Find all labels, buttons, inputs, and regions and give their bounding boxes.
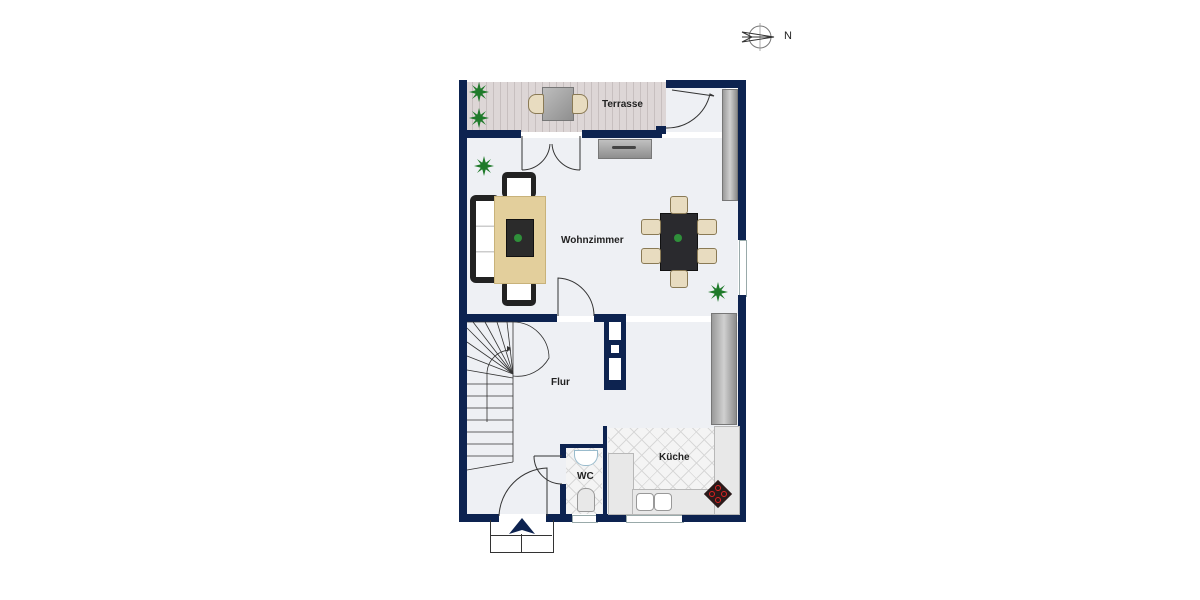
plant-icon bbox=[708, 282, 728, 302]
wall-top-left bbox=[459, 80, 467, 88]
wall-wc-top bbox=[560, 444, 606, 448]
window-kueche bbox=[626, 515, 684, 523]
dining-plant-icon bbox=[674, 234, 682, 242]
terrace-chair-left bbox=[528, 94, 544, 114]
dining-chair-bottom bbox=[670, 270, 688, 288]
wall-bottom-1 bbox=[459, 514, 499, 522]
armchair-bottom-seat bbox=[507, 280, 531, 300]
wall-terrace-left bbox=[459, 130, 521, 138]
compass: N bbox=[740, 20, 800, 54]
terrasse-door-area bbox=[666, 88, 726, 132]
room-label-terrasse: Terrasse bbox=[602, 99, 643, 110]
dining-chair-right-1 bbox=[697, 219, 717, 235]
wc-toilet-icon bbox=[577, 488, 595, 512]
sink-icon bbox=[636, 493, 654, 511]
wc-door-icon bbox=[533, 455, 563, 485]
kitchen-tall-cabinet bbox=[711, 313, 737, 425]
wall-bottom-3 bbox=[596, 514, 626, 522]
compass-rose-icon bbox=[741, 23, 775, 51]
compass-north-label: N bbox=[784, 30, 792, 42]
cooktop-icon bbox=[703, 479, 733, 509]
wall-wc-left-lower bbox=[560, 484, 566, 522]
window-right bbox=[739, 240, 747, 297]
dining-chair-top bbox=[670, 196, 688, 214]
entrance-arrow-line bbox=[521, 534, 522, 552]
wall-bottom-2 bbox=[546, 514, 572, 522]
balcony-door-icon bbox=[665, 89, 715, 129]
sink-icon bbox=[654, 493, 672, 511]
plant-icon bbox=[469, 82, 489, 102]
dining-table bbox=[660, 213, 698, 271]
chimney-void-1 bbox=[609, 322, 621, 340]
wohnzimmer-door-icon bbox=[557, 277, 595, 317]
wall-right-lower bbox=[738, 295, 746, 522]
wardrobe-upper bbox=[722, 89, 738, 201]
room-label-wohnzimmer: Wohnzimmer bbox=[561, 235, 624, 246]
wall-terrace-right bbox=[582, 130, 662, 138]
terrace-door-icon bbox=[521, 136, 581, 171]
sideboard-detail bbox=[612, 146, 636, 149]
sideboard bbox=[598, 139, 652, 159]
wall-wc-left bbox=[560, 444, 566, 458]
plant-icon bbox=[469, 108, 489, 128]
window-wc bbox=[572, 515, 598, 523]
entrance-landing bbox=[490, 520, 554, 553]
room-label-wc: WC bbox=[577, 471, 594, 482]
wall-terrace-stub bbox=[656, 126, 666, 134]
terrace-table bbox=[542, 87, 574, 121]
wall-bottom-4 bbox=[682, 514, 746, 522]
wc-washbasin-icon bbox=[574, 450, 598, 466]
plant-icon bbox=[474, 156, 494, 176]
wall-wohnzimmer-flur-left bbox=[459, 314, 557, 322]
chimney-void-3 bbox=[609, 358, 621, 380]
armchair-top-seat bbox=[507, 178, 531, 198]
room-label-flur: Flur bbox=[551, 377, 570, 388]
terrace-chair-right bbox=[572, 94, 588, 114]
wall-left bbox=[459, 80, 467, 522]
wall-top-right bbox=[666, 80, 746, 88]
entrance-door-icon bbox=[498, 467, 548, 517]
coffee-table-plant-icon bbox=[514, 234, 522, 242]
staircase-icon bbox=[466, 321, 550, 471]
dining-chair-left-1 bbox=[641, 219, 661, 235]
dining-chair-left-2 bbox=[641, 248, 661, 264]
entrance-arrow-icon bbox=[509, 518, 535, 534]
wall-kueche-left bbox=[603, 426, 607, 522]
kitchen-counter-left bbox=[608, 453, 634, 515]
wall-right bbox=[738, 80, 746, 240]
dining-chair-right-2 bbox=[697, 248, 717, 264]
chimney-void-2 bbox=[611, 345, 619, 353]
room-label-kueche: Küche bbox=[659, 452, 690, 463]
